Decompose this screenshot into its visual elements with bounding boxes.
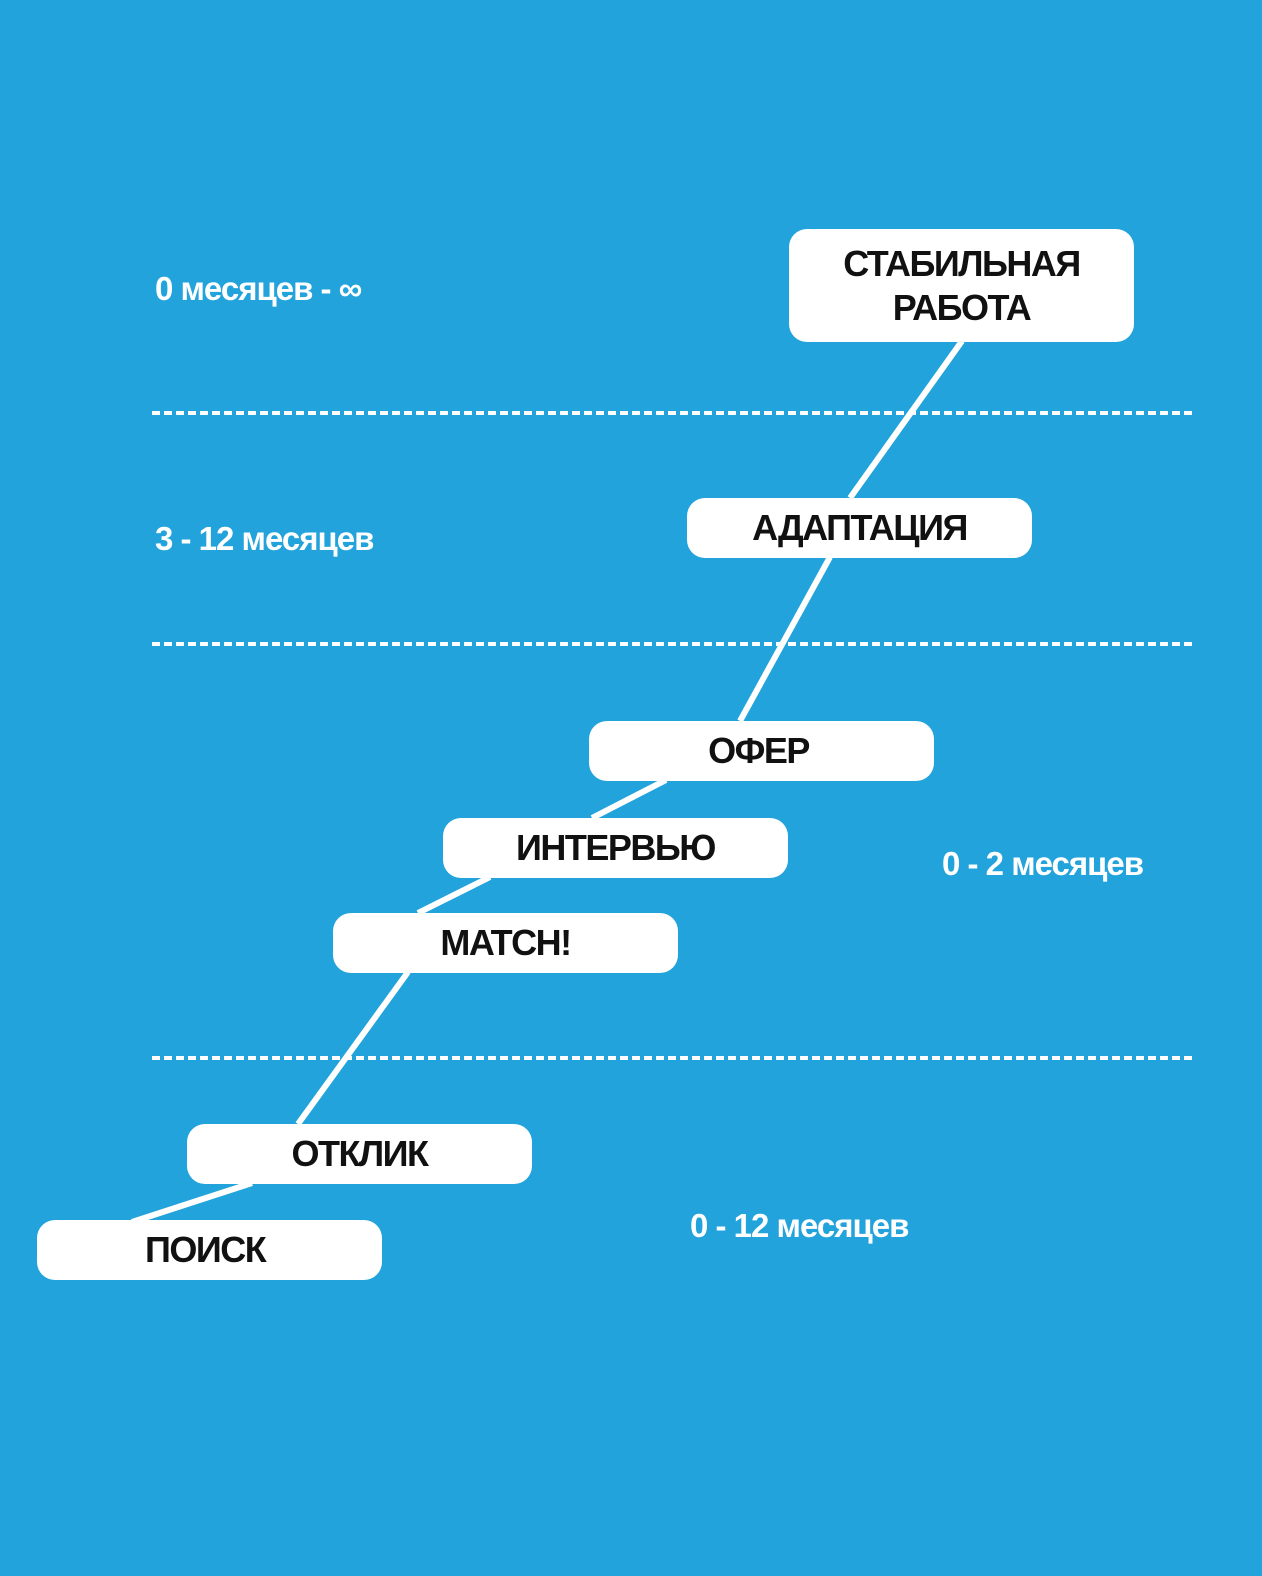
connector-search-response	[131, 1180, 253, 1225]
stage-interview-label: ИНТЕРВЬЮ	[516, 827, 716, 868]
divider-bottom	[152, 1056, 1192, 1060]
stage-stable-work-line2: РАБОТА	[892, 286, 1032, 328]
stage-response: ОТКЛИК	[187, 1124, 532, 1184]
stage-offer: ОФЕР	[589, 721, 934, 781]
stage-stable-work: СТАБИЛЬНАЯ РАБОТА	[789, 229, 1134, 342]
connector-interview-offer	[590, 777, 668, 821]
period-stable-label: 0 месяцев - ∞	[155, 270, 362, 307]
stage-stable-work-label: СТАБИЛЬНАЯ РАБОТА	[843, 242, 1081, 330]
connector-response-match	[295, 970, 411, 1126]
period-adaptation-label: 3 - 12 месяцев	[155, 520, 374, 557]
connector-offer-adaptation	[737, 555, 833, 723]
period-interview-label: 0 - 2 месяцев	[942, 845, 1144, 882]
divider-top	[152, 411, 1192, 415]
stage-adaptation-label: АДАПТАЦИЯ	[752, 507, 968, 548]
stage-interview: ИНТЕРВЬЮ	[443, 818, 788, 878]
period-search-label: 0 - 12 месяцев	[690, 1207, 909, 1244]
stage-match-label: MATCH!	[440, 922, 572, 963]
stage-search-label: ПОИСК	[145, 1229, 267, 1270]
divider-middle	[152, 642, 1192, 646]
stage-match: MATCH!	[333, 913, 678, 973]
stage-search: ПОИСК	[37, 1220, 382, 1280]
connector-adaptation-stable	[847, 339, 965, 500]
stage-adaptation: АДАПТАЦИЯ	[687, 498, 1032, 558]
stage-offer-label: ОФЕР	[708, 730, 810, 771]
stage-stable-work-line1: СТАБИЛЬНАЯ	[843, 242, 1081, 284]
connector-match-interview	[416, 874, 492, 916]
stage-response-label: ОТКЛИК	[291, 1133, 429, 1174]
